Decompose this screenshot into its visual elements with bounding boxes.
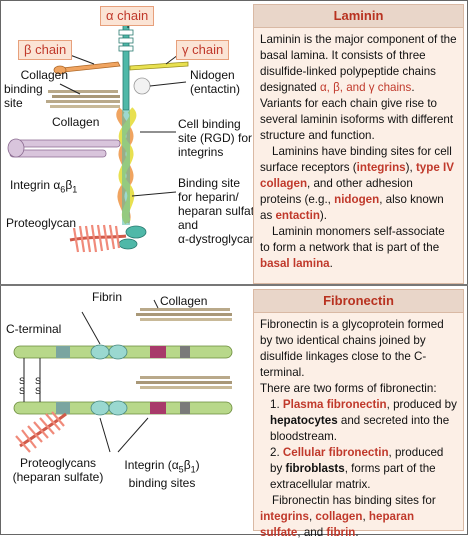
proteoglycan-brush: [69, 224, 127, 253]
proteoglycans-label: Proteoglycans (heparan sulfate): [12, 456, 104, 484]
collagen-label-fibronectin: Collagen: [160, 294, 208, 308]
proteoglycan-brush-fibronectin: [15, 411, 67, 453]
c-terminal-label: C-terminal: [6, 322, 62, 336]
gamma-chain-arm: [129, 61, 189, 95]
laminin-panel-body: Laminin is the major component of the ba…: [254, 28, 463, 276]
fibronectin-item-2: 2. Cellular fibronectin, produced by fib…: [270, 446, 444, 491]
collagen-fibers-laminin: [46, 90, 120, 108]
cell-binding-site-label: Cell binding site (RGD) for integrins: [178, 117, 253, 159]
integrin-receptor: [7, 138, 121, 158]
fibronectin-paragraph-1: Fibronectin is a glycoprotein formed by …: [260, 318, 444, 379]
fibronectin-panel: Fibronectin Fibronectin is a glycoprotei…: [253, 289, 464, 539]
fibronectin-chain-upper: [13, 344, 233, 360]
laminin-panel: Laminin Laminin is the major component o…: [253, 4, 464, 284]
coiled-coil: [116, 107, 137, 225]
collagen-label-laminin: Collagen: [52, 115, 100, 129]
gamma-chain-tag: γ chain: [176, 40, 230, 60]
laminin-diagram: [7, 21, 189, 253]
proteoglycan-label: Proteoglycan: [6, 216, 77, 230]
collagen-binding-site-label: Collagen binding site: [4, 68, 68, 110]
disulfide-bonds: [23, 358, 41, 402]
laminin-paragraph-3: Laminin monomers self-associate to form …: [260, 225, 445, 270]
alpha-chain-top: [118, 21, 134, 111]
fibronectin-paragraph-2: There are two forms of fibronectin:: [260, 382, 437, 395]
integrin-a6b1-label: Integrin α6β1: [10, 178, 78, 195]
alpha-chain-tag: α chain: [100, 6, 155, 26]
laminin-paragraph-2: Laminins have binding sites for cell sur…: [260, 145, 454, 222]
fibronectin-panel-title: Fibronectin: [254, 290, 463, 313]
fibronectin-panel-body: Fibronectin is a glycoprotein formed by …: [254, 313, 463, 545]
g-domains: [118, 225, 147, 250]
leader-lines-fibronectin: [81, 299, 159, 453]
fibronectin-paragraph-3: Fibronectin has binding sites for integr…: [260, 494, 436, 539]
fibrin-label: Fibrin: [92, 290, 123, 304]
nidogen-label: Nidogen (entactin): [190, 68, 241, 96]
laminin-panel-title: Laminin: [254, 5, 463, 28]
heparin-binding-site-label: Binding site for heparin/ heparan sulfat…: [178, 176, 261, 246]
beta-chain-tag: β chain: [18, 40, 73, 60]
section-divider: [0, 284, 468, 286]
collagen-fibers-fibronectin: [136, 308, 232, 389]
beta-chain-arm: [53, 61, 121, 75]
fibronectin-diagram: [13, 299, 233, 453]
fibronectin-item-1: 1. Plasma fibronectin, produced by hepat…: [270, 398, 457, 443]
fibronectin-chain-lower: [13, 400, 233, 416]
integrin-binding-sites-label: Integrin (α5β1) binding sites: [124, 458, 200, 491]
laminin-paragraph-1: Laminin is the major component of the ba…: [260, 33, 457, 142]
